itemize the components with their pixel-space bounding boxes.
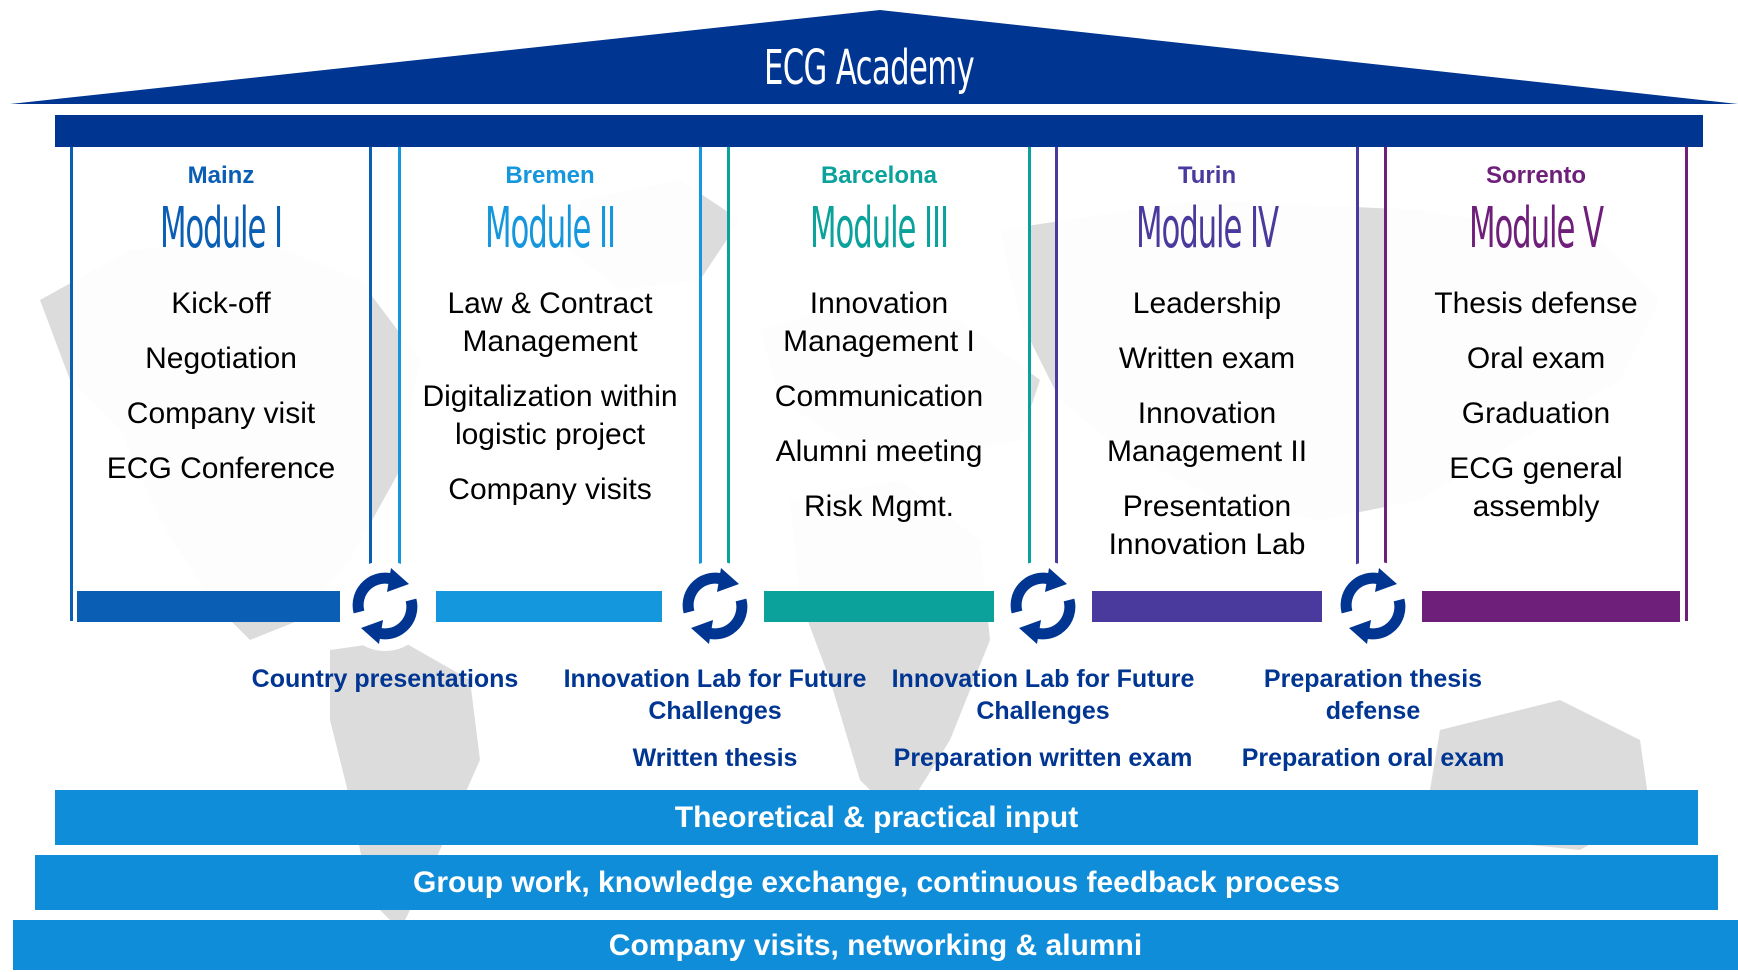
module-item: Digitalization within logistic project xyxy=(422,380,678,451)
module-base-bar xyxy=(1092,591,1322,622)
module-5: Sorrento Module V Thesis defense Oral ex… xyxy=(1384,147,1688,621)
module-3: Barcelona Module III Innovation Manageme… xyxy=(727,147,1031,621)
module-border-right xyxy=(1028,147,1031,621)
module-item: Written exam xyxy=(1118,342,1296,375)
module-border-right xyxy=(369,147,372,621)
module-item: Thesis defense xyxy=(1434,287,1638,320)
module-city: Mainz xyxy=(187,162,255,189)
module-city: Barcelona xyxy=(820,162,938,189)
module-item: ECG Conference xyxy=(106,452,336,485)
module-items: Leadership Written exam Innovation Manag… xyxy=(1059,285,1355,581)
module-border-left xyxy=(70,147,73,621)
module-title: Module V xyxy=(1468,196,1604,261)
module-item: Presentation Innovation Lab xyxy=(1108,490,1306,561)
transition-label: Preparation thesis defense Preparation o… xyxy=(1218,663,1528,774)
transition-main: Country presentations xyxy=(251,665,519,693)
module-base-bar xyxy=(1422,591,1680,622)
module-base-bar xyxy=(77,591,340,622)
module-city: Sorrento xyxy=(1485,162,1586,189)
module-item: Negotiation xyxy=(145,342,297,375)
module-border-right xyxy=(699,147,702,621)
module-city: Turin xyxy=(1177,162,1237,189)
refresh-cycle-icon xyxy=(997,560,1089,652)
module-item: Risk Mgmt. xyxy=(804,490,954,523)
module-items: Thesis defense Oral exam Graduation ECG … xyxy=(1388,285,1684,543)
module-4: Turin Module IV Leadership Written exam … xyxy=(1055,147,1359,621)
module-item: Communication xyxy=(774,380,984,413)
module-2: Bremen Module II Law & Contract Manageme… xyxy=(398,147,702,621)
transition-sub: Preparation oral exam xyxy=(1241,744,1505,772)
module-items: Law & Contract Management Digitalization… xyxy=(402,285,698,526)
module-item: Graduation xyxy=(1461,397,1611,430)
module-item: Company visits xyxy=(448,473,652,506)
diagram-title: ECG Academy xyxy=(763,40,975,96)
module-item: Kick-off xyxy=(171,287,271,320)
module-item: Law & Contract Management xyxy=(447,287,653,358)
transition-main: Preparation thesis defense xyxy=(1263,665,1483,725)
transition-label: Country presentations xyxy=(230,663,540,695)
refresh-cycle-icon xyxy=(1327,560,1419,652)
module-item: Innovation Management II xyxy=(1106,397,1308,468)
module-title: Module IV xyxy=(1135,196,1279,261)
module-item: Alumni meeting xyxy=(775,435,983,468)
module-item: ECG general assembly xyxy=(1449,452,1623,523)
refresh-cycle-icon xyxy=(339,560,431,652)
module-items: Kick-off Negotiation Company visit ECG C… xyxy=(74,285,368,505)
foundation-band-3: Company visits, networking & alumni xyxy=(13,920,1738,970)
module-border-left xyxy=(727,147,730,621)
transition-main: Innovation Lab for Future Challenges xyxy=(563,665,867,725)
module-border-left xyxy=(1384,147,1387,621)
foundation-band-2: Group work, knowledge exchange, continuo… xyxy=(35,855,1718,910)
module-city: Bremen xyxy=(505,162,595,189)
module-title: Module I xyxy=(159,196,283,261)
module-title: Module III xyxy=(809,196,949,261)
module-item: Company visit xyxy=(126,397,316,430)
module-item: Innovation Management I xyxy=(783,287,975,358)
module-1: Mainz Module I Kick-off Negotiation Comp… xyxy=(70,147,372,621)
module-base-bar xyxy=(436,591,662,622)
module-border-right xyxy=(1685,147,1688,621)
transition-sub: Written thesis xyxy=(632,744,798,772)
module-border-left xyxy=(398,147,401,621)
module-items: Innovation Management I Communication Al… xyxy=(731,285,1027,543)
module-base-bar xyxy=(764,591,994,622)
roof xyxy=(10,10,1738,104)
transition-label: Innovation Lab for Future Challenges Pre… xyxy=(878,663,1208,774)
module-title: Module II xyxy=(484,196,616,261)
module-item: Leadership xyxy=(1132,287,1282,320)
foundation-band-1: Theoretical & practical input xyxy=(55,790,1698,845)
transition-label: Innovation Lab for Future Challenges Wri… xyxy=(560,663,870,774)
module-border-right xyxy=(1356,147,1359,621)
module-item: Oral exam xyxy=(1466,342,1606,375)
refresh-cycle-icon xyxy=(669,560,761,652)
transition-sub: Preparation written exam xyxy=(893,744,1193,772)
transition-main: Innovation Lab for Future Challenges xyxy=(891,665,1195,725)
roof-beam xyxy=(55,115,1703,147)
module-border-left xyxy=(1055,147,1058,621)
